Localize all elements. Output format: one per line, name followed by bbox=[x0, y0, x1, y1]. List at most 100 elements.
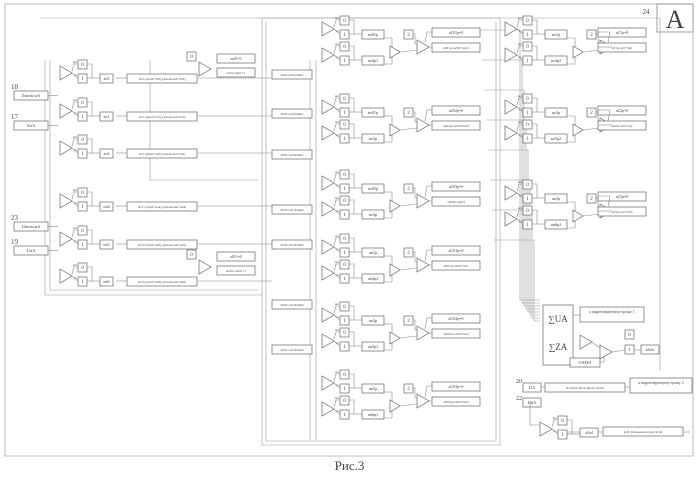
comparator-icon bbox=[199, 260, 211, 274]
no-label: нет bbox=[335, 170, 340, 174]
abs-output-block-label: aZabs bbox=[646, 348, 655, 352]
no-label: нет bbox=[73, 188, 78, 192]
comparator-icon bbox=[505, 186, 517, 200]
reset-output-block-label: aU03p=0 bbox=[449, 384, 464, 389]
wire bbox=[334, 332, 340, 339]
wire bbox=[334, 46, 340, 53]
output-block-label: nz2p bbox=[552, 110, 560, 115]
comparator-icon bbox=[60, 269, 72, 283]
accum-output-block-label: aZ03p=aZ03 bbox=[447, 200, 465, 204]
no-label: нет bbox=[335, 120, 340, 124]
accum-output-block-label: aU02p=aU02+un2 bbox=[443, 332, 469, 336]
wire bbox=[72, 267, 78, 274]
accum-output-block-label: aU01p=aU01+un1 bbox=[443, 264, 469, 268]
wire bbox=[349, 400, 354, 414]
wire bbox=[349, 174, 354, 188]
corner-number: 24 bbox=[643, 8, 651, 16]
formula-block-label: aZ2=(ZнA+zn2)-(Zвозм.иA+zn2) bbox=[139, 152, 186, 156]
counter-reset-block-label: aU01=0 bbox=[230, 255, 242, 259]
no-label: нет bbox=[73, 60, 78, 64]
adder-icon bbox=[573, 210, 583, 222]
comparator-icon bbox=[322, 100, 334, 114]
comparator-icon bbox=[417, 194, 429, 208]
comparator-icon bbox=[60, 104, 72, 118]
input-number: 17 bbox=[11, 113, 19, 121]
input-block-label: ZнA bbox=[27, 123, 36, 128]
comparator-icon bbox=[322, 240, 334, 254]
wire bbox=[87, 139, 92, 153]
wire bbox=[532, 46, 537, 60]
wire bbox=[532, 20, 537, 34]
comparator-icon bbox=[60, 66, 72, 80]
wire bbox=[87, 102, 92, 116]
wire bbox=[400, 404, 417, 406]
counter-reset-block-label: nz01=0 bbox=[231, 57, 242, 61]
comparator-icon bbox=[505, 100, 517, 114]
output-block-label: zn2 bbox=[103, 151, 109, 156]
output-block-label: nz4p2 bbox=[551, 58, 561, 63]
wire bbox=[552, 420, 558, 427]
output-block-label: un4 bbox=[103, 204, 110, 209]
corrector-2-label: к корректирующему органу 2 bbox=[638, 381, 683, 385]
comparator-icon bbox=[417, 394, 429, 408]
wire bbox=[87, 192, 92, 206]
comparator-icon bbox=[322, 22, 334, 36]
input-block-label: I2A bbox=[529, 385, 535, 390]
accum-output-block-label: aZ01p=aZ01+nz01 bbox=[443, 46, 469, 50]
wire bbox=[592, 342, 600, 348]
wire bbox=[492, 210, 540, 318]
wire bbox=[349, 238, 354, 252]
input-number: 22 bbox=[516, 396, 522, 402]
comparator-icon bbox=[60, 141, 72, 155]
output-block-label: un1p bbox=[369, 250, 377, 255]
formula-block-label: aU1=(UнA+un4)-(Uвозм.иA+un4) bbox=[138, 205, 186, 209]
wire bbox=[400, 268, 417, 270]
block-diagram: А2418Zвозм.иA17ZнA23Uвозм.иA19UнAнетда01… bbox=[0, 0, 699, 458]
wire bbox=[72, 64, 78, 71]
wire bbox=[532, 98, 537, 112]
wire bbox=[72, 192, 78, 199]
output-block-label: nz01p bbox=[368, 110, 378, 115]
formula-block-label: aU3=(UнA+un6)-(Uвозм.иA+un6) bbox=[138, 280, 186, 284]
output-block-label: nz1p bbox=[552, 32, 560, 37]
no-label: нет bbox=[73, 263, 78, 267]
output-block-label: un3p bbox=[552, 196, 560, 201]
output-block-label: zn3 bbox=[103, 76, 109, 81]
reset-output-block-label: aZ02p=0 bbox=[449, 108, 463, 113]
no-label: нет bbox=[335, 370, 340, 374]
wire bbox=[349, 46, 354, 60]
output-block-label: un3p bbox=[369, 318, 377, 323]
mid-block-label: aZ01=aZ1Uвв01 bbox=[280, 73, 303, 77]
wire bbox=[413, 252, 417, 262]
output-block-label: nz2p bbox=[369, 136, 377, 141]
comparator-icon bbox=[322, 48, 334, 62]
input-block-label: Uвозм.иA bbox=[22, 224, 42, 229]
accum-output-block-label: aZ2p=aZ2+zn2 bbox=[612, 124, 633, 128]
no-label: нет bbox=[335, 196, 340, 200]
corrector-1-label: к корректирующему органу 1 bbox=[589, 310, 634, 314]
wire bbox=[425, 186, 432, 197]
wire bbox=[413, 388, 417, 398]
no-label: нет bbox=[335, 328, 340, 332]
wire bbox=[334, 306, 340, 313]
input-number: 23 bbox=[11, 214, 19, 222]
wire bbox=[87, 230, 92, 244]
wire bbox=[349, 264, 354, 278]
accum-output-block-label: aU03p=aU03+un3 bbox=[443, 400, 469, 404]
wire bbox=[349, 374, 354, 388]
wire bbox=[334, 20, 340, 27]
no-label: нет bbox=[73, 135, 78, 139]
no-label: нет bbox=[518, 180, 523, 184]
output-block-label: un5p bbox=[369, 386, 377, 391]
reset-output-block-label: aZ01p=0 bbox=[449, 30, 463, 35]
rel-output-block-label: aUrel bbox=[585, 431, 593, 435]
wire bbox=[266, 22, 496, 441]
input-block-label: Zвозм.иA bbox=[22, 93, 41, 98]
comparator-icon bbox=[199, 62, 211, 76]
comparator-icon bbox=[322, 202, 334, 216]
output-block-label: nz4p bbox=[369, 212, 377, 217]
wire bbox=[334, 124, 340, 131]
wire bbox=[334, 374, 340, 381]
accum-output-block-label: aZ3p=aZ3+zn3 bbox=[612, 210, 633, 214]
mid-block-label: aZ03=aZ3Uвв01 bbox=[280, 153, 303, 157]
